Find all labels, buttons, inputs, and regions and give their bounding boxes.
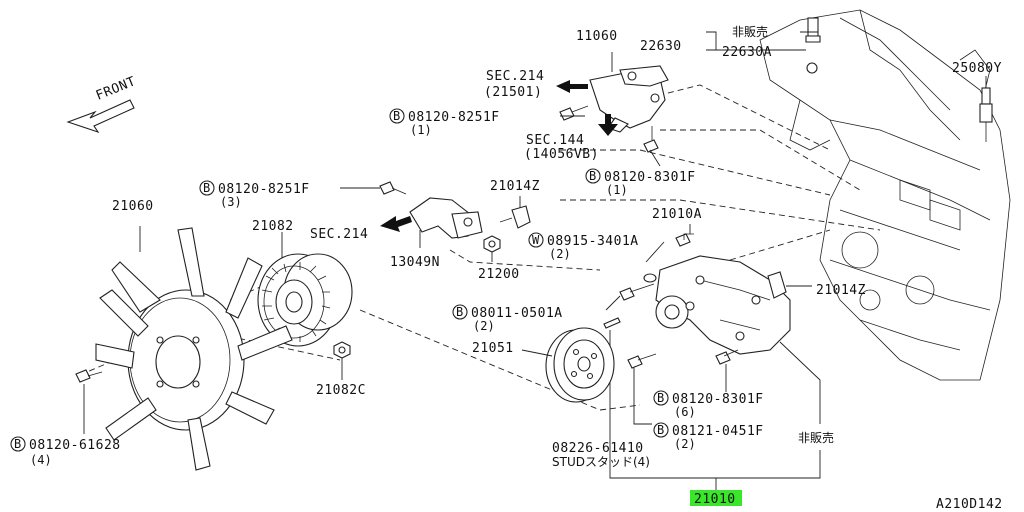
svg-text:B: B bbox=[657, 423, 664, 437]
water-inlet-13049N[interactable] bbox=[380, 197, 483, 248]
label-not-sold-top: 非販売 bbox=[732, 24, 768, 39]
bolt-lower-08121[interactable] bbox=[627, 353, 657, 425]
label-bolt-mid-left: 08120-8251F bbox=[218, 182, 310, 197]
diagram-code: A210D142 bbox=[936, 497, 1003, 512]
labels: 11060 SEC.214 (21501) B 08120-8251F (1) … bbox=[10, 24, 1003, 512]
label-not-sold-bottom: 非販売 bbox=[798, 430, 834, 445]
nut-21082C[interactable] bbox=[333, 341, 351, 380]
label-sec214-top-sub: (21501) bbox=[484, 85, 542, 100]
front-direction-arrow: FRONT bbox=[66, 74, 138, 134]
bolt-mid-left[interactable] bbox=[379, 181, 407, 195]
highlight-21010 bbox=[690, 490, 742, 506]
leader-lines bbox=[340, 31, 821, 492]
label-21014z-top: 21014Z bbox=[490, 179, 540, 194]
circle-b-icon: B bbox=[199, 180, 215, 196]
label-bolt-top: 08120-8251F bbox=[408, 110, 500, 125]
label-21082: 21082 bbox=[252, 219, 294, 234]
arrow-down-icon bbox=[598, 114, 618, 136]
washer-21200[interactable] bbox=[483, 235, 501, 262]
svg-text:B: B bbox=[14, 437, 21, 451]
label-22630a: 22630A bbox=[722, 45, 772, 60]
svg-text:B: B bbox=[456, 305, 463, 319]
label-13049n: 13049N bbox=[390, 255, 440, 270]
front-label: FRONT bbox=[94, 74, 138, 104]
circle-b-icon: B bbox=[585, 168, 601, 184]
label-bolt-pulley-qty: (2) bbox=[473, 319, 495, 333]
label-21082c: 21082C bbox=[316, 383, 366, 398]
svg-text:B: B bbox=[589, 169, 596, 183]
bolt-right-top[interactable] bbox=[643, 126, 659, 153]
label-21010[interactable]: 21010 bbox=[694, 492, 736, 507]
temp-sensor-21014Z-right[interactable] bbox=[767, 271, 812, 299]
circle-b-icon: B bbox=[389, 108, 405, 124]
label-washer: 08915-3401A bbox=[547, 234, 639, 249]
label-21010a: 21010A bbox=[652, 207, 702, 222]
bolt-pulley[interactable] bbox=[619, 283, 655, 301]
label-22630: 22630 bbox=[640, 39, 682, 54]
label-bolt-lower2: 08121-0451F bbox=[672, 424, 764, 439]
circle-b-icon: B bbox=[653, 390, 669, 406]
bolt-top[interactable] bbox=[559, 105, 589, 121]
label-bolt-lower2-qty: (2) bbox=[674, 437, 696, 451]
label-sec144: SEC.144 bbox=[526, 133, 584, 148]
spark-plug-25080Y[interactable] bbox=[979, 76, 993, 142]
engine-block bbox=[759, 9, 1011, 381]
circle-b-icon: B bbox=[452, 304, 468, 320]
temp-sensor-21014Z[interactable] bbox=[499, 196, 531, 229]
label-stud-desc: STUDスタッド(4) bbox=[552, 455, 650, 469]
label-sec214-top: SEC.214 bbox=[486, 69, 544, 84]
label-25080y: 25080Y bbox=[952, 61, 1002, 76]
label-bolt-right-top: 08120-8301F bbox=[604, 170, 696, 185]
label-21051: 21051 bbox=[472, 341, 514, 356]
circle-w-icon: W bbox=[528, 232, 544, 248]
bolt-lower-08120[interactable] bbox=[715, 349, 739, 392]
label-21060: 21060 bbox=[112, 199, 154, 214]
label-bolt-top-qty: (1) bbox=[410, 123, 432, 137]
label-bolt-pulley: 08011-0501A bbox=[471, 306, 563, 321]
arrow-left-icon bbox=[380, 216, 412, 232]
arrow-left-icon bbox=[556, 80, 588, 93]
svg-text:B: B bbox=[203, 181, 210, 195]
thermostat-housing-11060[interactable] bbox=[556, 52, 669, 136]
fan-coupling-21082[interactable] bbox=[257, 232, 353, 347]
label-bolt-lower1: 08120-8301F bbox=[672, 392, 764, 407]
circle-b-icon: B bbox=[10, 436, 26, 452]
label-sec144-sub: (14056VB) bbox=[524, 147, 599, 162]
bolt-21010A[interactable] bbox=[675, 224, 694, 247]
label-bolt-mid-left-qty: (3) bbox=[220, 195, 242, 209]
label-sec214-mid: SEC.214 bbox=[310, 227, 368, 242]
label-21014z-right: 21014Z bbox=[816, 283, 866, 298]
label-washer-qty: (2) bbox=[549, 247, 571, 261]
sensor-22630[interactable] bbox=[760, 17, 821, 74]
label-bolt-fan-qty: (4) bbox=[30, 453, 52, 467]
label-21200: 21200 bbox=[478, 267, 520, 282]
svg-text:B: B bbox=[657, 391, 664, 405]
label-stud: 08226-61410 bbox=[552, 441, 644, 456]
label-bolt-fan: 08120-61628 bbox=[29, 438, 121, 453]
label-11060: 11060 bbox=[576, 29, 618, 44]
circle-b-icon: B bbox=[653, 422, 669, 438]
label-bolt-lower1-qty: (6) bbox=[674, 405, 696, 419]
svg-text:B: B bbox=[393, 109, 400, 123]
fan-21060[interactable] bbox=[95, 226, 293, 471]
label-bolt-right-top-qty: (1) bbox=[606, 183, 628, 197]
bolt-fan[interactable] bbox=[75, 369, 103, 434]
water-pump-21010[interactable] bbox=[643, 255, 791, 355]
pulley-21051[interactable] bbox=[521, 327, 615, 403]
svg-text:W: W bbox=[532, 233, 540, 247]
